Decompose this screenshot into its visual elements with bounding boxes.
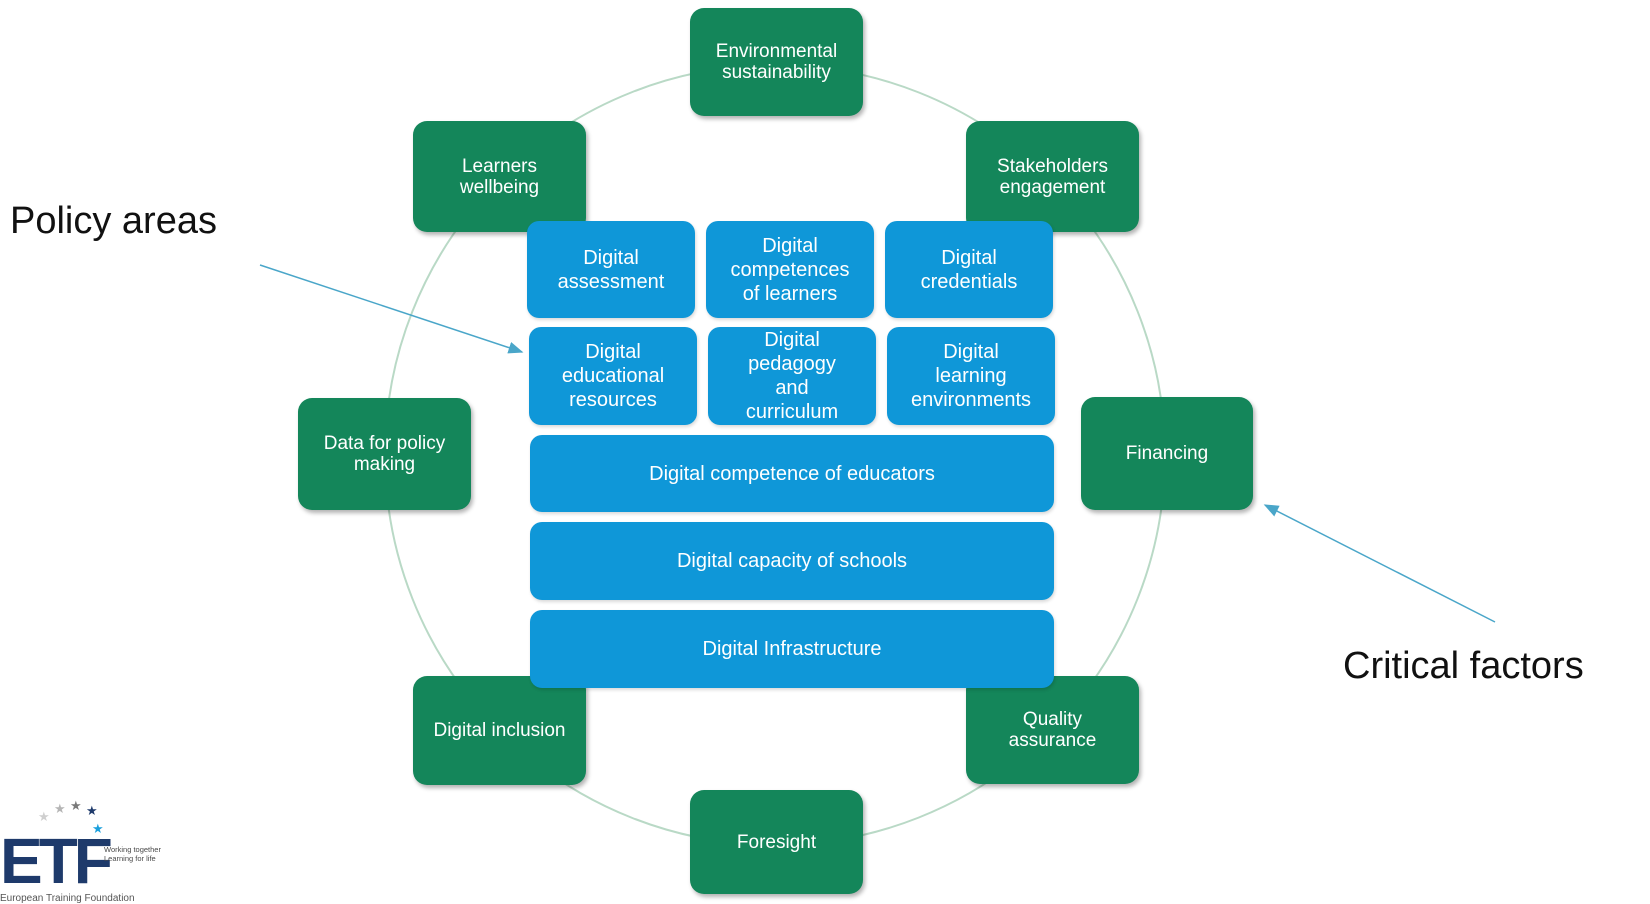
policy-digital-educational-resources: Digital educational resources — [529, 327, 697, 425]
critical-factors-arrow — [1263, 504, 1496, 623]
policy-digital-infrastructure: Digital Infrastructure — [530, 610, 1054, 688]
policy-digital-competence-of-educators: Digital competence of educators — [530, 435, 1054, 512]
factor-data-for-policy-making: Data for policy making — [298, 398, 471, 510]
factor-learners-wellbeing: Learners wellbeing — [413, 121, 586, 232]
factor-digital-inclusion: Digital inclusion — [413, 676, 586, 785]
logo-letters: ETF — [0, 825, 113, 897]
policy-areas-arrow — [259, 264, 524, 354]
policy-digital-learning-environments: Digital learning environments — [887, 327, 1055, 425]
logo-organisation-name: European Training Foundation — [0, 893, 135, 904]
logo-star-icon: ★ — [38, 809, 50, 824]
logo-star-icon: ★ — [54, 801, 66, 816]
logo-star-icon: ★ — [70, 798, 82, 813]
critical-factors-label: Critical factors — [1343, 645, 1584, 687]
logo-star-icon: ★ — [92, 821, 104, 836]
etf-logo: ★ ★ ★ ★ ★ ETF Working together Learning … — [0, 792, 200, 904]
policy-digital-competences-of-learners: Digital competences of learners — [706, 221, 874, 318]
factor-financing: Financing — [1081, 397, 1253, 510]
policy-digital-assessment: Digital assessment — [527, 221, 695, 318]
factor-foresight: Foresight — [690, 790, 863, 894]
factor-stakeholders-engagement: Stakeholders engagement — [966, 121, 1139, 232]
factor-environmental-sustainability: Environmental sustainability — [690, 8, 863, 116]
policy-areas-label: Policy areas — [10, 200, 217, 242]
logo-tagline-2: Learning for life — [104, 854, 156, 863]
policy-digital-credentials: Digital credentials — [885, 221, 1053, 318]
policy-digital-pedagogy-and-curriculum: Digital pedagogy and curriculum — [708, 327, 876, 425]
policy-digital-capacity-of-schools: Digital capacity of schools — [530, 522, 1054, 600]
factor-quality-assurance: Quality assurance — [966, 676, 1139, 784]
logo-star-icon: ★ — [86, 803, 98, 818]
logo-tagline-1: Working together — [104, 845, 161, 854]
